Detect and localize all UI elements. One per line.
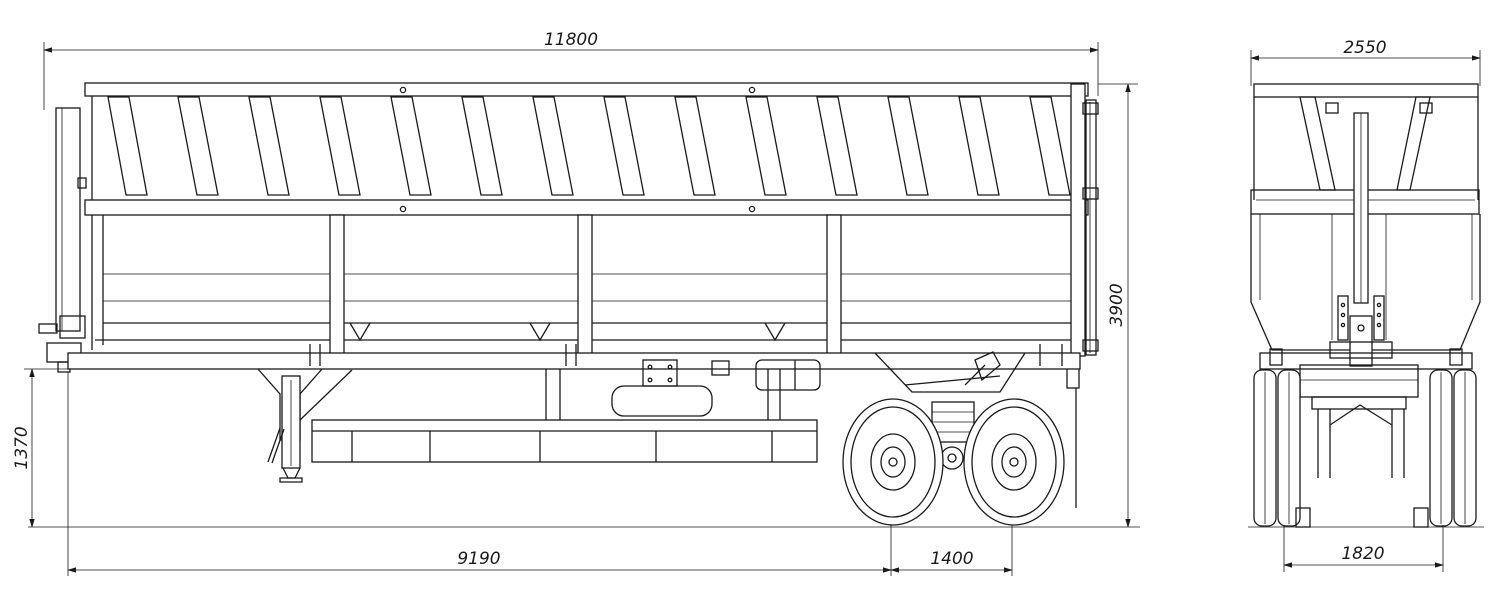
front-braces [1299, 96, 1433, 340]
front-view: 2550 1820 [1248, 38, 1484, 572]
dim-axle-spacing: 1400 [930, 549, 973, 569]
side-underrun-guard [311, 419, 818, 463]
side-chassis [67, 344, 1081, 420]
side-upper-stiffeners [107, 86, 1071, 213]
side-landing-gear [257, 368, 353, 483]
dim-overall-height: 3900 [1107, 283, 1127, 326]
dim-kingpin-to-axle: 9190 [457, 549, 500, 569]
front-wheels-left [1253, 369, 1311, 528]
side-lower-body [91, 214, 1080, 356]
dim-platform-height: 1370 [12, 426, 32, 469]
side-front-tower [38, 107, 87, 373]
side-upper-body [84, 82, 1089, 216]
side-view: 11800 3900 1370 9190 1400 [12, 30, 1140, 576]
dim-track-width: 1820 [1341, 544, 1384, 564]
side-wheel-front [842, 398, 944, 526]
side-toolbox [611, 359, 821, 417]
side-rear-posts [1066, 83, 1099, 508]
dim-overall-width: 2550 [1343, 38, 1386, 58]
dim-overall-length: 11800 [544, 30, 598, 50]
side-wheel-rear [963, 398, 1065, 526]
front-tower [1329, 112, 1393, 367]
front-wheels-right [1413, 369, 1477, 528]
